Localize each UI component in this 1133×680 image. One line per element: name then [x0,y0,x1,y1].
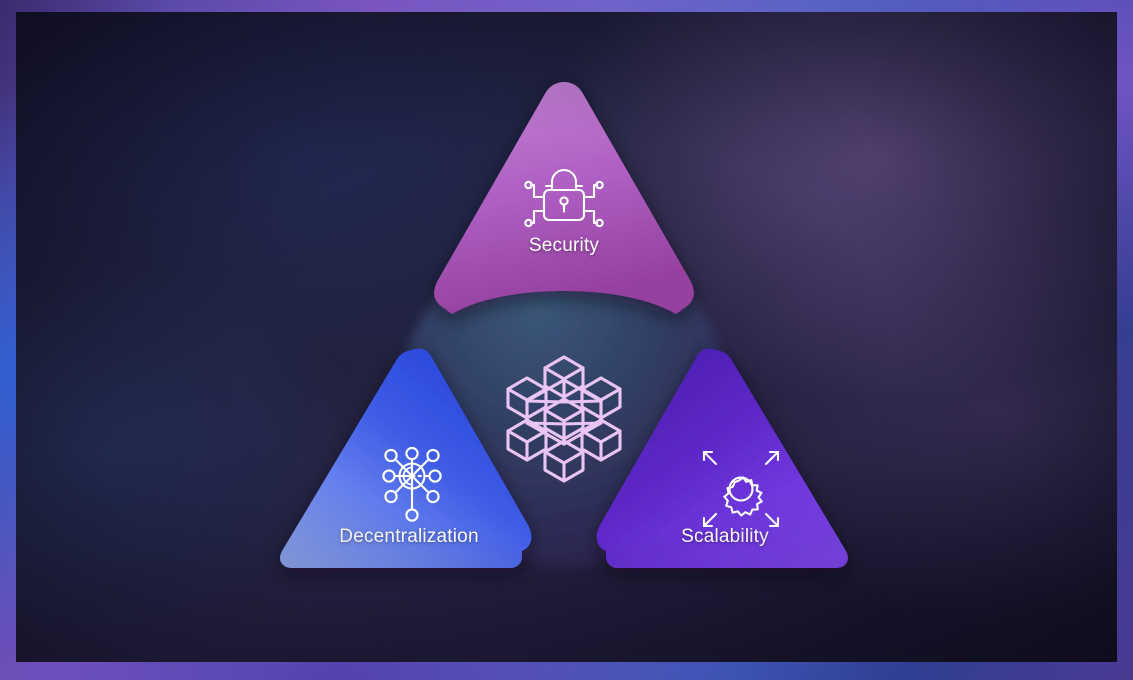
diagram-scene: Security Decentralization Scalability [16,12,1117,662]
trilemma-diagram: Security Decentralization Scalability [16,12,1117,662]
